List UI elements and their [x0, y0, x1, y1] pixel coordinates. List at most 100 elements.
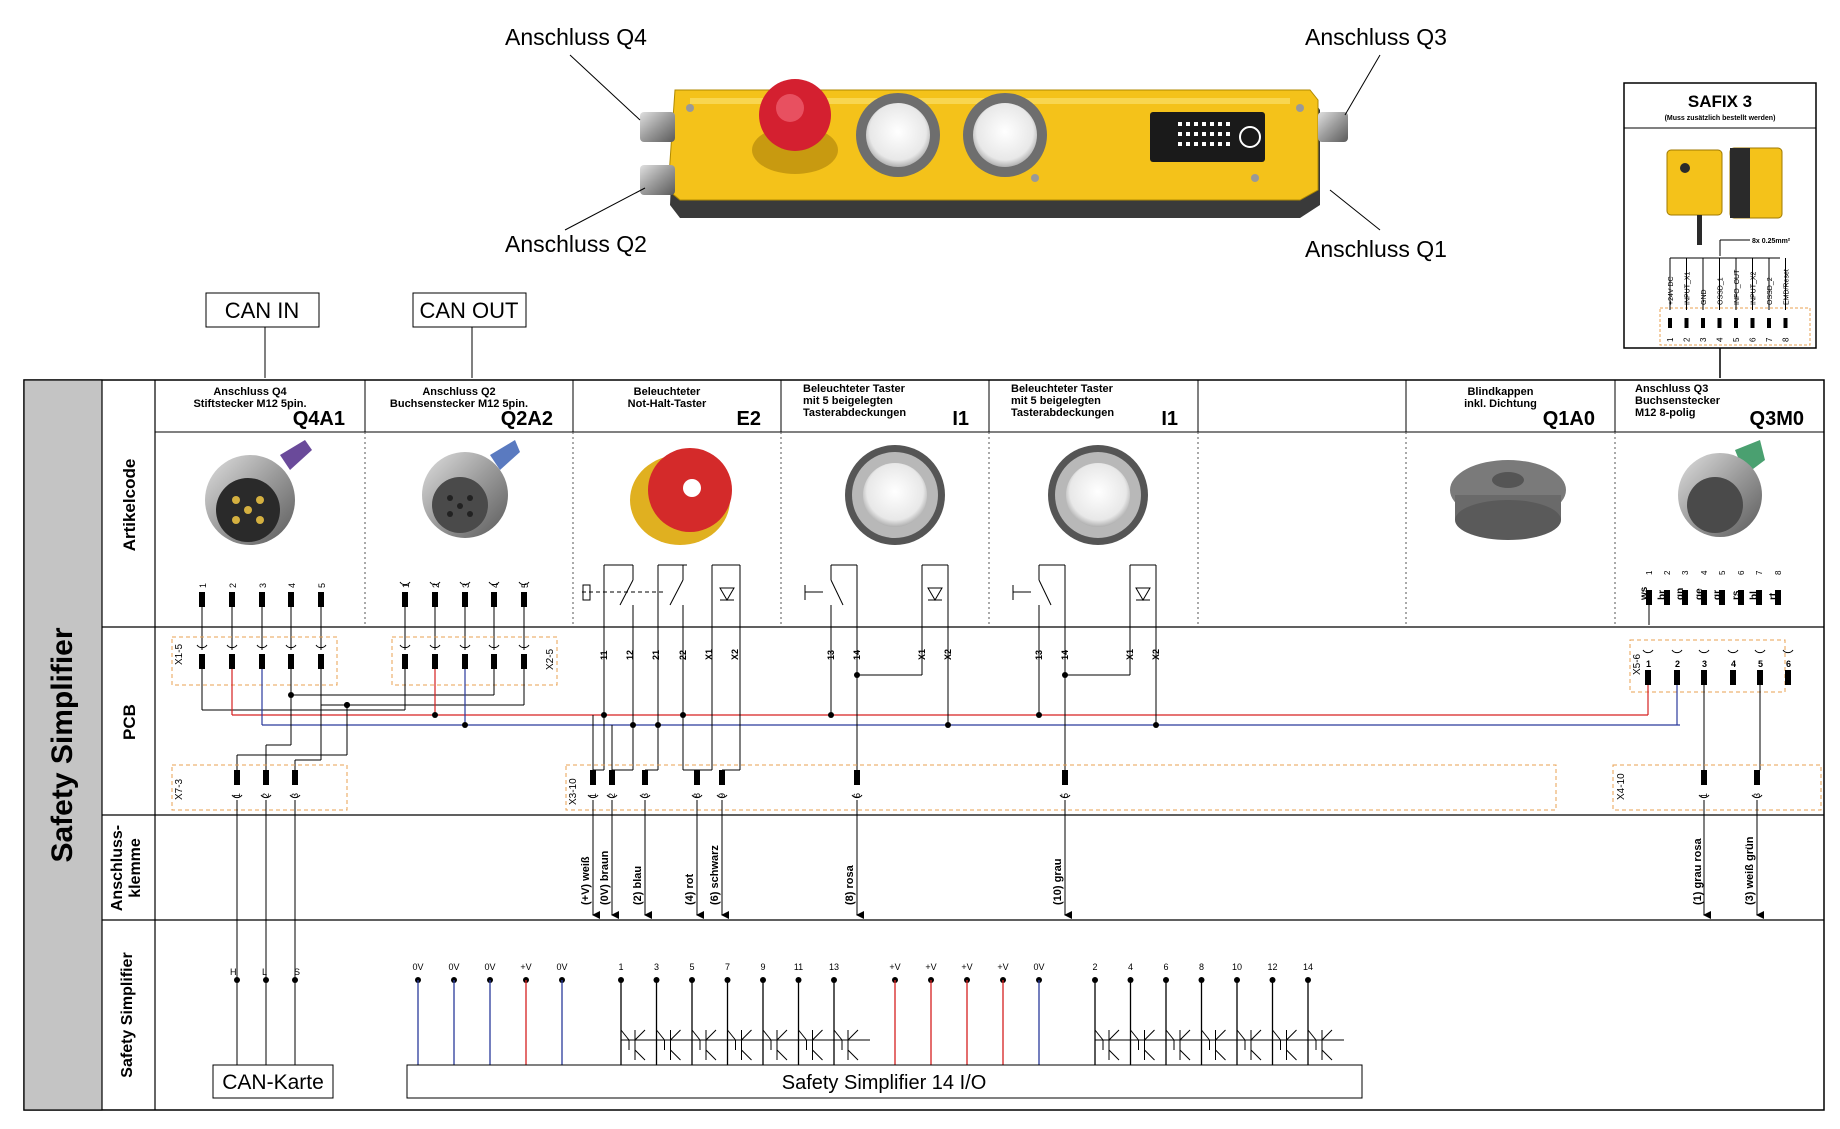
sim-terminal-label: 7 — [725, 962, 730, 972]
plug-number: 1 — [588, 793, 598, 798]
klemme-label: (8) rosa — [844, 864, 856, 905]
junction-dot — [292, 977, 298, 983]
junction-dot — [263, 977, 269, 983]
connector-pin-block — [288, 592, 294, 607]
safix-pin-block — [1701, 318, 1705, 328]
article-code: Q4A1 — [293, 408, 345, 430]
sim-terminal-label: +V — [961, 962, 972, 972]
junction-dot — [945, 722, 951, 728]
estop-contact-label: 21 — [651, 650, 661, 660]
x3-pin-cup — [587, 794, 599, 799]
x5-pin-cup — [1727, 649, 1739, 654]
pcb-pin-cup — [429, 644, 441, 649]
connector-pin-number: 1 — [198, 583, 208, 588]
connector-pin-block — [491, 592, 497, 607]
row-label-klemme-2: klemme — [127, 838, 144, 898]
x3-pin-cup — [1059, 794, 1071, 799]
q3-pin-block — [1738, 590, 1744, 605]
klemme-label: (2) blau — [632, 866, 644, 905]
sim-terminal-label: 14 — [1303, 962, 1313, 972]
safix-subtitle: (Muss zusätzlich bestellt werden) — [1665, 115, 1776, 122]
x3-pin-block — [590, 770, 596, 785]
plug-number: 3 — [1752, 793, 1762, 798]
x5-pin-block — [1701, 670, 1707, 685]
column-desc: inkl. Dichtung — [1464, 398, 1537, 410]
safix-pin-number: 1 — [1666, 337, 1675, 342]
x3-pin-cup — [716, 794, 728, 799]
x5-pin-number: 1 — [1646, 659, 1651, 669]
button-2-led — [1135, 587, 1151, 601]
connector-pin-number: 4 — [287, 583, 297, 588]
x4-pin-cup — [1751, 794, 1763, 799]
pcb-pin-cup — [226, 644, 238, 649]
pcb-pin-cup — [256, 644, 268, 649]
x3-pin-block — [694, 770, 700, 785]
q3-wire-label: ge — [1694, 588, 1705, 600]
x7-pin-cup — [231, 794, 243, 799]
x5-pin-cup — [1671, 649, 1683, 654]
can-card-box — [212, 1064, 334, 1099]
pcb-pin-block — [229, 654, 235, 669]
can-out-label: CAN OUT — [420, 298, 519, 323]
connector-pin-block — [199, 592, 205, 607]
row-label-artikelcode: Artikelcode — [120, 459, 139, 552]
column-desc: Anschluss Q2 — [422, 386, 495, 398]
connector-pin-cup — [459, 581, 471, 586]
safix-pin-label: INPUT_X1 — [1685, 271, 1692, 305]
connector-pin-block — [402, 592, 408, 607]
x5-pin-number: 3 — [1702, 659, 1707, 669]
component-images — [205, 440, 1765, 545]
connector-pin-number: 5 — [520, 583, 530, 588]
connector-pin-number: 2 — [431, 583, 441, 588]
pcb-box-label: X7-3 — [174, 778, 185, 800]
safix-pin-label: +24V DC — [1668, 276, 1675, 305]
row-label-pcb: PCB — [120, 704, 139, 740]
x3-pin-block — [1062, 770, 1068, 785]
column-desc: M12 8-polig — [1635, 407, 1696, 419]
connector-pin-block — [462, 592, 468, 607]
safix-pin-block — [1734, 318, 1738, 328]
pcb-pin-block — [462, 654, 468, 669]
pcb-pin-block — [402, 654, 408, 669]
male-connector-image — [205, 440, 312, 545]
pcb-pin-cup — [518, 644, 530, 649]
pcb-box-label: X2-5 — [545, 648, 556, 670]
q3-pin-number: 5 — [1718, 570, 1727, 575]
plug-number: 6 — [852, 793, 862, 798]
pcb-box-label: X5-6 — [1632, 653, 1643, 675]
sim-terminal-label: 13 — [829, 962, 839, 972]
can-card-label: CAN-Karte — [222, 1071, 324, 1094]
pcb-box-x1 — [171, 636, 338, 686]
callout-q1: Anschluss Q1 — [1305, 236, 1447, 262]
pcb-pin-block — [521, 654, 527, 669]
q3-pin-number: 8 — [1774, 570, 1783, 575]
x5-pin-cup — [1642, 649, 1654, 654]
safix-cable-note: 8x 0.25mm² — [1752, 238, 1791, 245]
column-desc: Beleuchteter Taster — [1011, 383, 1114, 395]
klemme-label: (3) weiß grün — [1744, 836, 1756, 905]
junction-dot — [680, 712, 686, 718]
plug-number: 5 — [1060, 793, 1070, 798]
pcb-pin-block — [259, 654, 265, 669]
klemme-label: (1) grau rosa — [1692, 837, 1704, 905]
klemme-label: (4) rot — [684, 874, 696, 906]
x3-pin-block — [854, 770, 860, 785]
x3-pin-block — [642, 770, 648, 785]
safix-pin-block — [1750, 318, 1755, 328]
plug-number: 3 — [290, 793, 300, 798]
estop-contact-label: X2 — [730, 649, 740, 660]
x7-pin-block — [234, 770, 240, 785]
safix-pin-number: 2 — [1683, 337, 1692, 342]
x4-pin-block — [1701, 770, 1707, 785]
x4-pin-cup — [1698, 794, 1710, 799]
junction-dot — [828, 712, 834, 718]
plug-number: 9 — [717, 793, 727, 798]
pcb-box-x2 — [391, 636, 558, 686]
pcb-pin-block — [318, 654, 324, 669]
article-code: Q2A2 — [501, 408, 553, 430]
x5-pin-block — [1785, 670, 1791, 685]
junction-dot — [1153, 722, 1159, 728]
pcb-box-x5 — [1629, 639, 1786, 693]
q3-pin-number: 2 — [1663, 570, 1672, 575]
q3-pin-block — [1646, 590, 1652, 605]
